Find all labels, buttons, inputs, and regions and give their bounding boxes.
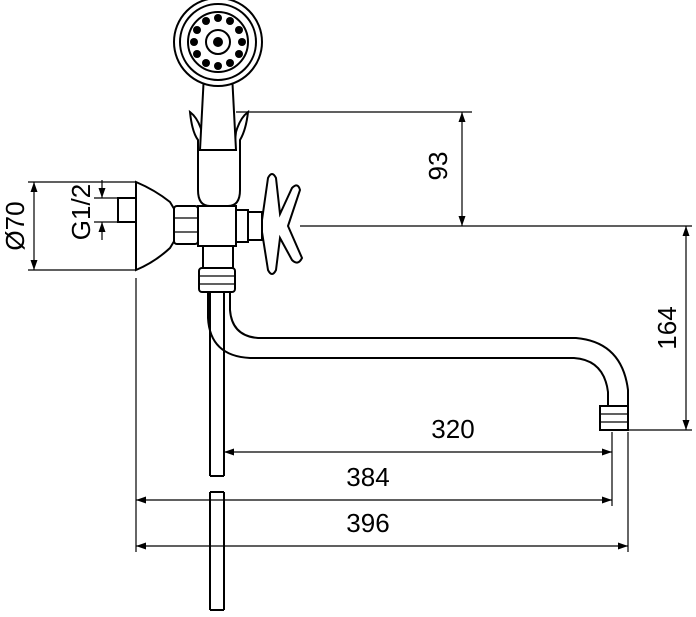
dimension-93-label: 93 [423,152,453,181]
dimension-g12: G1/2 [66,180,106,240]
wall-flange [117,180,177,272]
support-rod [209,292,225,611]
valve-body [173,205,249,293]
dimension-396-label: 396 [346,508,389,538]
dimension-diameter-70: Ø70 [0,182,38,270]
shower-head-icon [173,0,263,151]
extension-lines [28,111,692,552]
dimension-g12-label: G1/2 [66,184,96,240]
dimension-164: 164 [652,226,690,430]
spout-pipe [207,292,629,431]
dimension-diameter-70-label: Ø70 [0,201,30,250]
dimension-320: 320 [224,414,612,456]
dimension-320-label: 320 [431,414,474,444]
shower-nozzle-ring [190,14,246,70]
cross-handle-icon [247,173,304,275]
dimension-384-label: 384 [346,462,389,492]
dimension-164-label: 164 [652,306,682,349]
dimension-93: 93 [423,112,466,226]
dimension-396: 396 [136,508,628,550]
dimension-384: 384 [136,462,612,504]
